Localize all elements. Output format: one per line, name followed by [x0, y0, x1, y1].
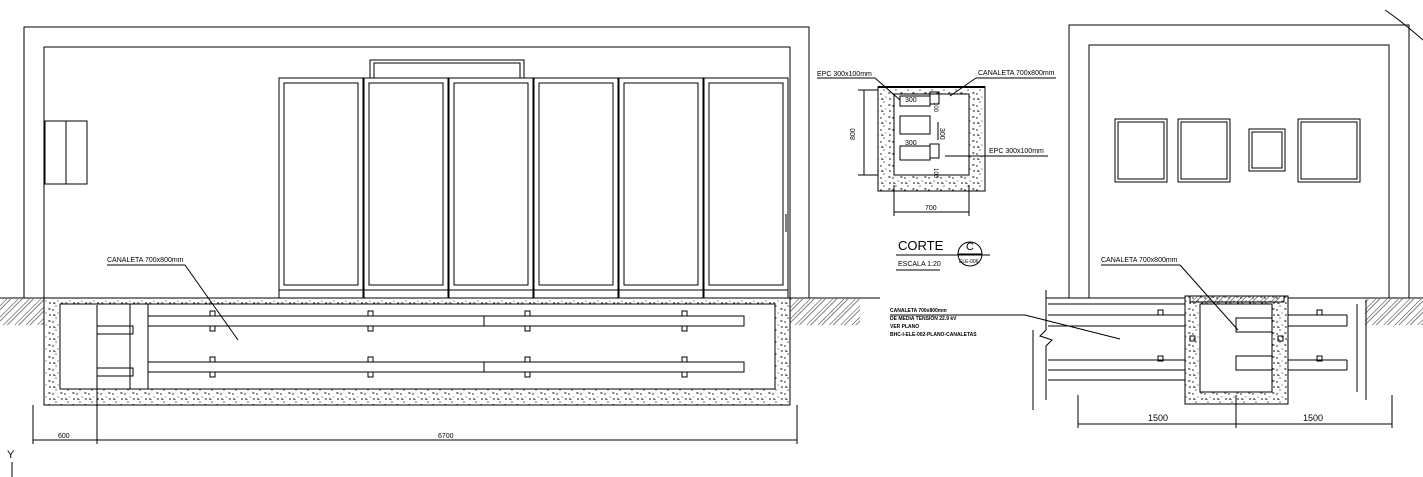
section-dim-300-c: 300 [938, 128, 945, 140]
section-c-detail [817, 77, 1056, 271]
ucs-y-label: Y [7, 449, 15, 461]
note-leader [890, 314, 1121, 340]
section-dim-300-b: 300 [905, 140, 917, 147]
section-marker-letter: C [966, 241, 974, 253]
note-line-1: CANALETA 700x800mm [890, 308, 947, 314]
side-dim-left: 1500 [1148, 413, 1168, 423]
note-line-3: VER PLANO [890, 324, 919, 330]
elevation-dimension [32, 405, 798, 444]
section-dim-height: 800 [850, 128, 857, 140]
building-side-view [1032, 24, 1423, 428]
section-title: CORTE [898, 238, 944, 253]
section-dim-300-a: 300 [905, 97, 917, 104]
side-trench-label: CANALETA 700x800mm [1101, 257, 1178, 264]
note-line-2: DE MEDIA TENSIÓN 22.9 kV [890, 314, 957, 322]
note-line-4: BHC-I-ELE-002-PLANO-CANALETAS [890, 332, 977, 338]
section-canaleta-label: CANALETA 700x800mm [978, 70, 1055, 77]
arc-fragment [1384, 9, 1423, 41]
section-dim-width: 700 [925, 205, 937, 212]
section-epc-top: EPC 300x100mm [817, 71, 872, 78]
side-dimension [1077, 395, 1393, 428]
section-epc-right: EPC 300x100mm [989, 148, 1044, 155]
section-dim-100-a: 100 [932, 102, 938, 113]
section-marker-ref: ELE-006 [959, 259, 979, 265]
elevation-dim-left: 600 [58, 433, 70, 440]
building-elevation [0, 26, 880, 444]
section-dim-100-b: 100 [932, 168, 938, 179]
side-cable-lines [1032, 290, 1367, 410]
section-scale: ESCALA 1:20 [898, 261, 941, 268]
cable-trays [96, 304, 745, 440]
elevation-dim-main: 6700 [438, 433, 454, 440]
elevation-trench-label: CANALETA 700x800mm [107, 257, 184, 264]
side-dim-right: 1500 [1303, 413, 1323, 423]
switchgear-cabinets [278, 77, 789, 299]
